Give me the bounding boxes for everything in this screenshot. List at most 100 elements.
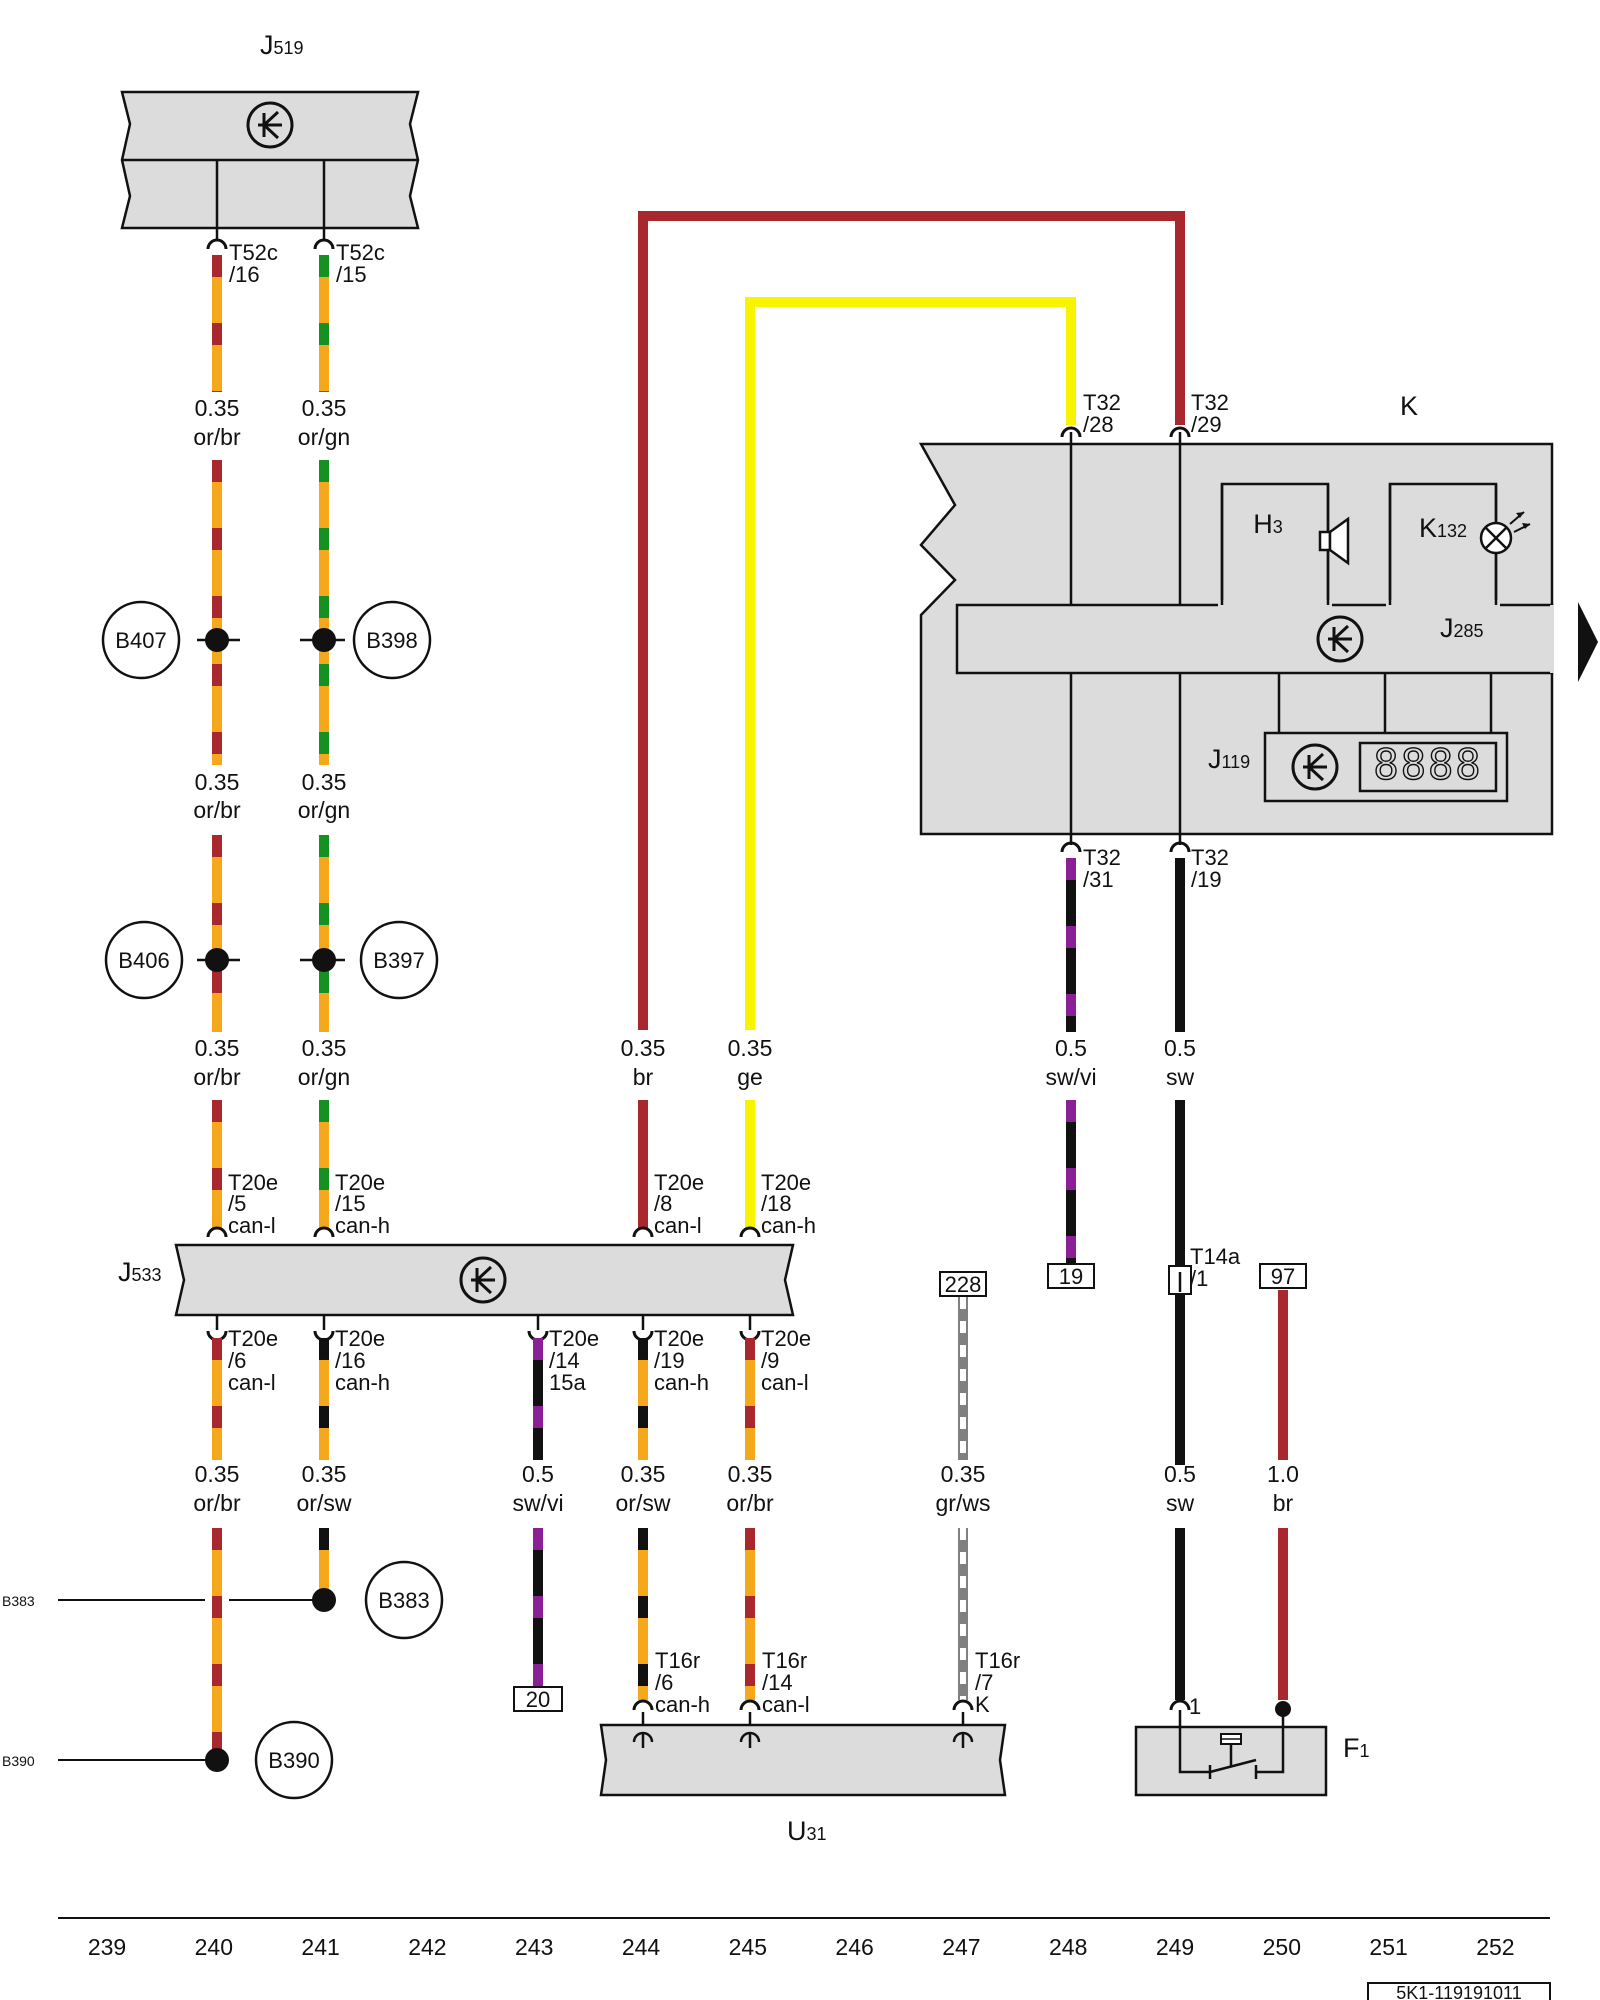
wire-size-label: 0.35 <box>195 1035 240 1061</box>
wire-size-label: 0.35 <box>195 1461 240 1487</box>
buzzer-h3: H3 <box>1218 482 1350 608</box>
ecu-transistor-icon <box>246 101 294 149</box>
svg-text:can-l: can-l <box>228 1370 276 1395</box>
svg-text:B383: B383 <box>378 1588 429 1613</box>
svg-text:/1: /1 <box>1190 1266 1208 1291</box>
speaker-icon <box>1318 516 1350 566</box>
track-number: 244 <box>622 1934 661 1960</box>
connector-t20e-9: T20e /9 can-l <box>739 1315 811 1395</box>
wire-ge-245-to-t32-28 <box>745 297 1076 1228</box>
splice-b407: B407 <box>101 600 240 680</box>
wire-size-label: 0.35 <box>621 1461 666 1487</box>
wire-color-label: sw/vi <box>1045 1064 1096 1090</box>
track-number: 247 <box>942 1934 980 1960</box>
svg-text:/15: /15 <box>335 1191 366 1216</box>
svg-text:T32: T32 <box>1191 390 1229 415</box>
wire-color-label: br <box>633 1064 654 1090</box>
wire-size-label: 0.35 <box>728 1035 773 1061</box>
wire-size-label: 0.5 <box>1055 1035 1087 1061</box>
connector-t20e-19: T20e /19 can-h <box>632 1315 709 1395</box>
wire-color-label: sw <box>1166 1490 1195 1516</box>
splice-b390: B390 B390 <box>2 1720 334 1800</box>
wire-color-label: or/sw <box>297 1490 352 1516</box>
svg-text:K: K <box>975 1692 990 1717</box>
wire-color-label: sw/vi <box>512 1490 563 1516</box>
connector-t16r-7: T16r /7 K <box>952 1648 1020 1717</box>
ecu-transistor-icon <box>459 1256 507 1304</box>
svg-text:5K1-119191011: 5K1-119191011 <box>1396 1983 1521 2000</box>
f1-pin-label: 1 <box>1189 1694 1201 1719</box>
wire-color-label: or/br <box>726 1490 774 1516</box>
svg-text:B406: B406 <box>118 948 169 973</box>
track-number: 239 <box>88 1934 126 1960</box>
svg-text:can-l: can-l <box>654 1213 702 1238</box>
j519-label: J519 <box>260 30 304 60</box>
wire-color-label: br <box>1273 1490 1294 1516</box>
svg-text:T32: T32 <box>1083 390 1121 415</box>
svg-text:can-h: can-h <box>335 1213 390 1238</box>
wire-color-label: sw <box>1166 1064 1195 1090</box>
track-number: 240 <box>195 1934 233 1960</box>
wire-size-label: 0.35 <box>621 1035 666 1061</box>
wire-size-label: 0.35 <box>195 395 240 421</box>
svg-text:/14: /14 <box>549 1348 580 1373</box>
svg-text:T20e: T20e <box>654 1326 704 1351</box>
svg-text:/16: /16 <box>335 1348 366 1373</box>
connector-t20e-6: T20e /6 can-l <box>206 1315 278 1395</box>
svg-text:/19: /19 <box>1191 867 1222 892</box>
track-number: 245 <box>729 1934 767 1960</box>
h3-label: H3 <box>1253 509 1283 539</box>
reference-box-97: 97 <box>1259 1263 1307 1289</box>
wire-size-label: 0.5 <box>1164 1461 1196 1487</box>
wire-size-label: 0.35 <box>728 1461 773 1487</box>
gateway-j533: J533 <box>118 1243 795 1317</box>
connector-t32-29: T32 /29 <box>1169 390 1229 438</box>
svg-text:T52c: T52c <box>336 240 385 265</box>
switch-icon <box>1178 1710 1285 1779</box>
f1-label: F1 <box>1343 1733 1370 1763</box>
splice-b397: B397 <box>300 920 439 1000</box>
track-number: 248 <box>1049 1934 1087 1960</box>
svg-text:T14a: T14a <box>1190 1244 1241 1269</box>
svg-text:can-h: can-h <box>761 1213 816 1238</box>
wire-size-label: 0.5 <box>522 1461 554 1487</box>
track-number: 251 <box>1369 1934 1407 1960</box>
svg-text:can-h: can-h <box>335 1370 390 1395</box>
splice-b398: B398 <box>300 600 432 680</box>
j119-label: J119 <box>1208 744 1250 774</box>
track-number: 250 <box>1263 1934 1301 1960</box>
svg-text:19: 19 <box>1059 1264 1083 1289</box>
connector-t32-31: T32 /31 <box>1060 841 1121 892</box>
svg-text:/6: /6 <box>655 1670 673 1695</box>
wire-color-label: or/sw <box>616 1490 671 1516</box>
svg-text:T16r: T16r <box>762 1648 807 1673</box>
connector-t14a-1: T14a /1 <box>1168 1244 1241 1295</box>
wire-size-label: 0.5 <box>1164 1035 1196 1061</box>
svg-text:T20e: T20e <box>549 1326 599 1351</box>
control-unit-j519: J519 <box>120 30 420 240</box>
instrument-cluster-k: K H3 K132 <box>918 391 1554 845</box>
connector-t32-28: T32 /28 <box>1060 390 1121 438</box>
connector-t20e-14: T20e /14 15a <box>527 1315 599 1395</box>
warning-lamp-icon <box>1479 511 1531 555</box>
svg-text:B398: B398 <box>366 628 417 653</box>
wire-color-label: or/gn <box>298 424 350 450</box>
control-unit-j285: J285 <box>1316 613 1484 663</box>
svg-text:T16r: T16r <box>655 1648 700 1673</box>
connector-t20e-16: T20e /16 can-h <box>313 1315 390 1395</box>
track-number: 249 <box>1156 1934 1194 1960</box>
track-number: 241 <box>301 1934 339 1960</box>
connector-t52c-16: T52c /16 <box>206 238 278 287</box>
brake-light-switch-f1: 1 F1 <box>1134 1694 1370 1797</box>
track-number: 252 <box>1476 1934 1514 1960</box>
reference-box-228: 228 <box>939 1271 987 1297</box>
track-number: 246 <box>835 1934 873 1960</box>
track-number: 243 <box>515 1934 553 1960</box>
svg-text:can-h: can-h <box>654 1370 709 1395</box>
reference-box-20: 20 <box>513 1686 563 1712</box>
svg-text:B397: B397 <box>373 948 424 973</box>
wire-color-label: ge <box>737 1064 763 1090</box>
svg-text:8888: 8888 <box>1373 740 1482 789</box>
wire-color-label: or/br <box>193 424 241 450</box>
